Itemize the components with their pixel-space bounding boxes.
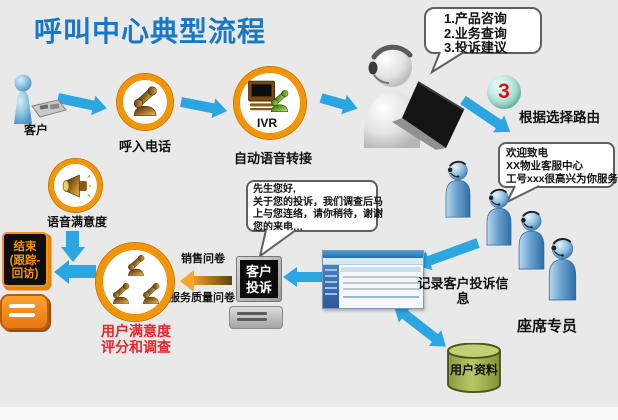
ivr-computer-icon [248,80,289,112]
complaint-keyboard [229,306,283,329]
arrow-agents-to-crm [412,238,480,275]
complaint-line-2: 投诉 [245,280,272,295]
satisfaction-title-1: 用户满意度 [101,323,171,339]
welcome-bubble: 欢迎致电 XX物业客服中心 工号xxx很高兴为你服务 [498,142,618,188]
ivr-label: IVR [257,116,278,130]
reply-line-1: 先生您好, [253,184,296,195]
speaker-icon [62,174,91,197]
voice-satisfaction-node [49,159,102,212]
menu-bubble: 1.产品咨询 2.业务查询 3.投诉建议 [424,7,542,55]
phone-icon [111,283,131,304]
crm-sidebar [323,265,339,308]
ivr-caption: 自动语音转接 [233,151,312,166]
satisfaction-title-2: 评分和调查 [101,339,171,355]
satisfaction-survey-label: 用户满意度 评分和调查 [94,323,178,355]
arrow-crm-database-twoway [387,298,453,355]
complaint-screen: 客户 投诉 [240,260,278,298]
complaint-monitor: 客户 投诉 [236,256,282,302]
agent-figure [518,210,545,270]
route-badge-number: 3 [498,80,510,103]
end-line-1: 结束 [13,241,37,253]
reply-line-3: 上与您连络，请你稍待，谢谢 [253,209,383,220]
crm-table-row [343,296,419,298]
welcome-line-2: XX物业客服中心 [506,160,584,172]
incoming-call-label: 呼入电话 [118,139,171,154]
crm-table-row [343,282,419,284]
arrow-call-to-ivr [180,97,230,121]
database-label: 用户资料 [449,363,498,377]
bottom-margin [0,407,618,420]
menu-item-1: 1.产品咨询 [444,11,507,26]
voice-satisfaction-label: 语音满意度 [46,215,107,229]
reply-bubble-tail [258,229,297,259]
page-title: 呼叫中心典型流程 [34,16,267,47]
route-label: 根据选择路由 [519,110,600,125]
crm-table-row [343,288,419,290]
report-doc-icon [0,294,49,330]
satisfaction-survey-node [96,243,174,321]
route-badge: 3 [487,75,521,109]
welcome-line-3: 工号xxx很高兴为你服务 [506,173,618,185]
database-icon [447,343,501,393]
reply-line-4: 您的来电… [253,221,303,233]
crm-table-row [343,276,419,278]
incoming-call-node [117,74,173,130]
end-line-3: 回访) [11,268,39,280]
end-line-2: (跟踪- [9,254,41,267]
operator-figure [363,44,465,150]
welcome-line-1: 欢迎致电 [506,147,548,159]
sales-survey-label: 销售问卷 [181,253,225,265]
menu-bubble-tail [429,51,465,75]
menu-item-2: 2.业务查询 [444,25,507,41]
phone-icon [131,84,159,117]
record-label: 记录客户投诉信息 [417,276,509,306]
reply-bubble: 先生您好, 关于您的投诉，我们调查后马 上与您连络，请你稍待，谢谢 您的来电… [246,180,383,233]
menu-item-3: 3.投诉建议 [444,40,507,55]
ivr-node: IVR [234,67,306,139]
customer-icon [14,74,67,124]
reply-line-2: 关于您的投诉，我们调查后马 [253,196,383,208]
phone-icon [141,283,161,304]
customer-label: 客户 [24,123,49,137]
crm-table-header [341,267,421,272]
crm-menubar [323,258,423,265]
crm-titlebar [323,251,423,258]
agent-figure [548,237,577,301]
agent-figure [445,160,471,218]
crm-window [322,250,424,309]
agent-figure [486,188,512,246]
phone-icon [126,255,146,276]
agents-label: 座席专员 [517,318,578,335]
end-node: 结束 (跟踪- 回访) [2,232,48,287]
complaint-line-1: 客户 [245,264,272,279]
service-survey-label: 服务质量问卷 [169,292,235,304]
